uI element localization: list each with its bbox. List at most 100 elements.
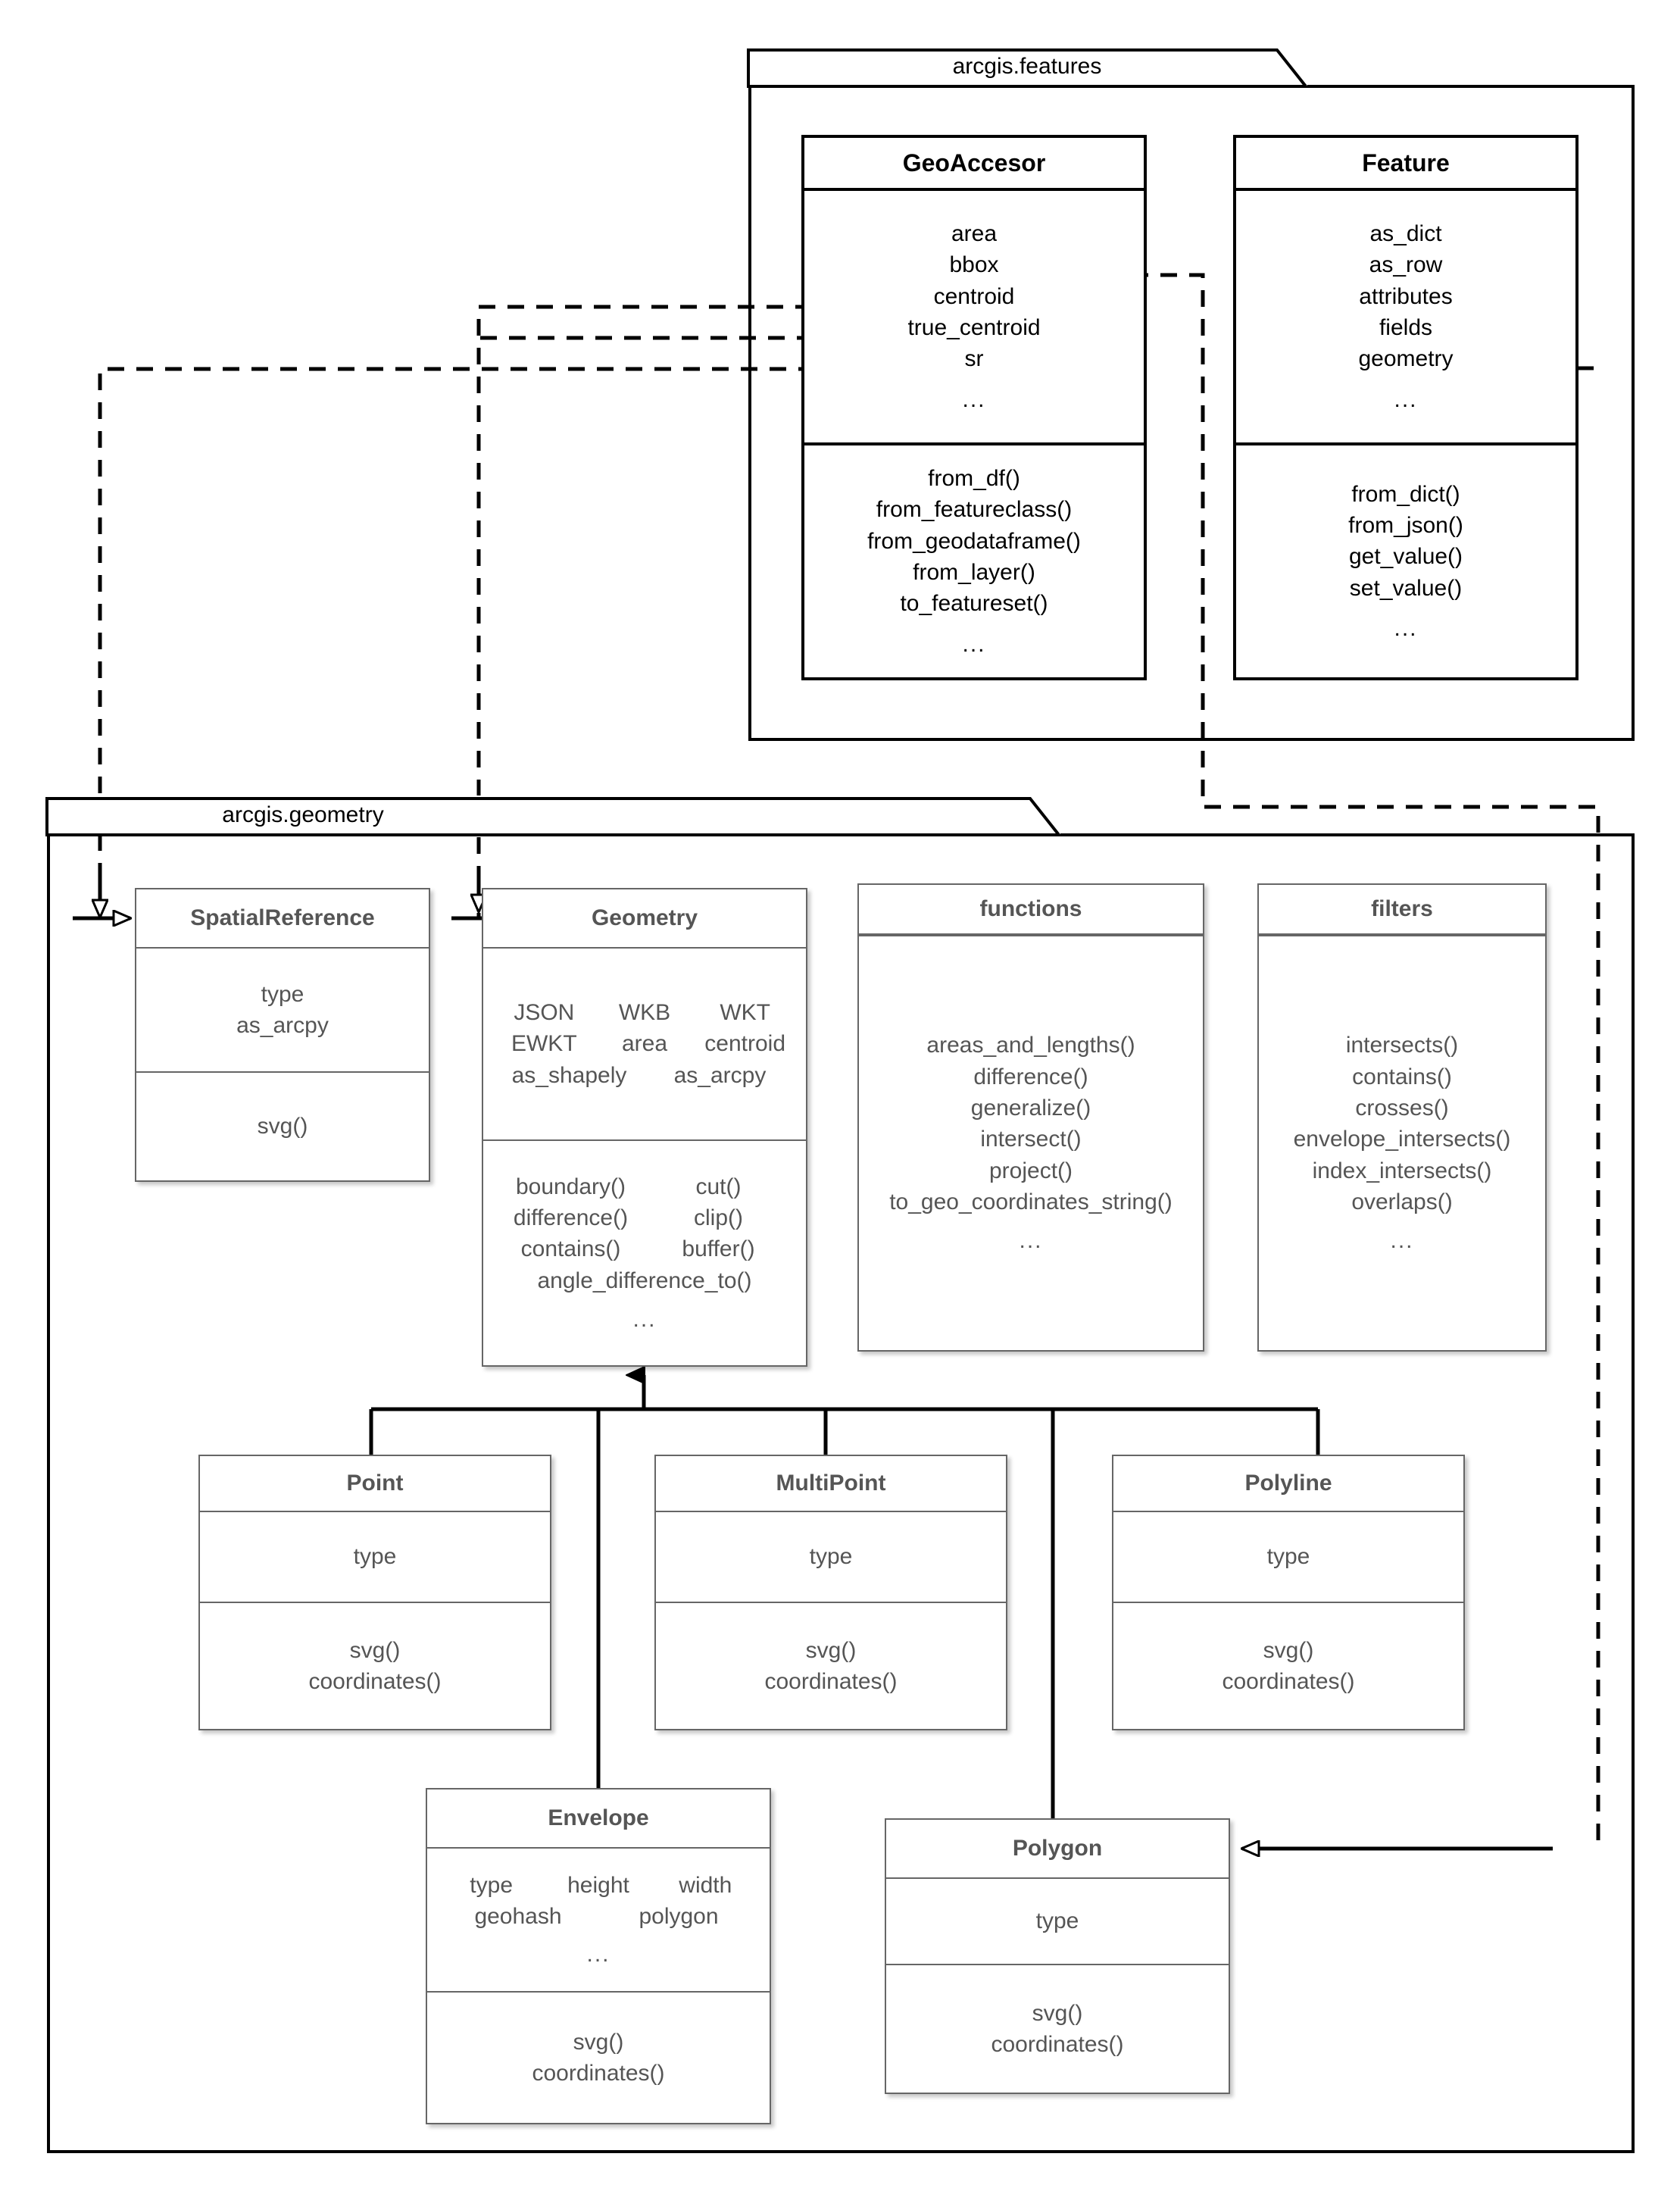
attribute-grid-row2: geohash polygon	[438, 1901, 759, 1932]
class-methods-feature: from_dict() from_json() get_value() set_…	[1236, 442, 1575, 677]
attribute-ellipsis: ...	[1394, 386, 1418, 412]
attribute-ellipsis: ...	[962, 386, 986, 412]
attribute-item: as_shapely	[511, 1062, 627, 1088]
method-item: buffer()	[682, 1236, 755, 1262]
class-methods-polygon: svg() coordinates()	[886, 1964, 1229, 2093]
method-grid: boundary() cut() difference() clip() con…	[497, 1171, 792, 1336]
method-item: boundary()	[515, 1174, 626, 1199]
method-item: set_value()	[1349, 575, 1463, 601]
class-box-multipoint[interactable]: MultiPoint type svg() coordinates()	[654, 1455, 1007, 1730]
class-box-envelope[interactable]: Envelope type height width geohash polyg…	[426, 1788, 771, 2124]
attribute-item: centroid	[704, 1031, 786, 1057]
class-methods-polyline: svg() coordinates()	[1113, 1602, 1463, 1729]
method-item: from_json()	[1348, 512, 1463, 538]
class-title-geometry: Geometry	[483, 889, 806, 949]
class-attributes-polyline: type	[1113, 1512, 1463, 1602]
class-methods-geoaccesor: from_df() from_featureclass() from_geoda…	[804, 442, 1144, 677]
class-title-point: Point	[200, 1456, 550, 1512]
method-item: crosses()	[1355, 1095, 1449, 1121]
class-attributes-geometry: JSON WKB WKT EWKT area centroid as_shape…	[483, 949, 806, 1139]
attribute-item: attributes	[1359, 283, 1453, 309]
method-item: from_geodataframe()	[867, 528, 1081, 554]
class-attributes-feature: as_dict as_row attributes fields geometr…	[1236, 191, 1575, 442]
class-box-geoaccesor[interactable]: GeoAccesor area bbox centroid true_centr…	[801, 135, 1147, 680]
method-item: coordinates()	[764, 1669, 898, 1694]
method-item: contains()	[1352, 1064, 1452, 1089]
method-item: svg()	[1263, 1637, 1314, 1663]
class-methods-spatialreference: svg()	[136, 1071, 429, 1180]
attribute-item: width	[679, 1872, 732, 1898]
method-item: from_featureclass()	[876, 497, 1073, 523]
method-item: project()	[988, 1158, 1073, 1183]
class-methods-multipoint: svg() coordinates()	[656, 1602, 1006, 1729]
class-title-envelope: Envelope	[427, 1789, 770, 1849]
attribute-item: polygon	[639, 1904, 719, 1930]
attribute-item: as_arcpy	[236, 1013, 329, 1038]
package-tab-arcgis-features: arcgis.features	[747, 47, 1307, 88]
attribute-item: area	[951, 220, 998, 246]
class-title-functions: functions	[859, 885, 1203, 935]
method-item: get_value()	[1348, 544, 1463, 570]
class-box-functions[interactable]: functions areas_and_lengths() difference…	[857, 883, 1204, 1352]
class-box-polygon[interactable]: Polygon type svg() coordinates()	[885, 1818, 1230, 2094]
method-item: coordinates()	[308, 1669, 442, 1694]
attribute-item: type	[353, 1544, 397, 1570]
attribute-item: sr	[964, 346, 984, 372]
method-item: coordinates()	[991, 2032, 1124, 2057]
attribute-grid: type height width	[438, 1870, 759, 1901]
attribute-item: JSON	[514, 999, 575, 1025]
class-methods-filters: intersects() contains() crosses() envelo…	[1259, 935, 1545, 1350]
class-attributes-geoaccesor: area bbox centroid true_centroid sr ...	[804, 191, 1144, 442]
class-box-geometry[interactable]: Geometry JSON WKB WKT EWKT area centroid…	[482, 888, 807, 1367]
attribute-item: type	[1266, 1544, 1310, 1570]
attribute-item: EWKT	[511, 1031, 577, 1057]
method-ellipsis: ...	[632, 1307, 657, 1333]
attribute-grid-row3: as_shapely as_arcpy	[494, 1060, 795, 1091]
class-box-spatialreference[interactable]: SpatialReference type as_arcpy svg()	[135, 888, 430, 1182]
class-attributes-polygon: type	[886, 1879, 1229, 1964]
method-item: clip()	[694, 1205, 743, 1230]
method-item: to_geo_coordinates_string()	[889, 1189, 1173, 1215]
class-attributes-point: type	[200, 1512, 550, 1602]
method-item: overlaps()	[1351, 1189, 1453, 1215]
attribute-item: centroid	[933, 283, 1015, 309]
attribute-grid: JSON WKB WKT EWKT area centroid	[494, 997, 795, 1060]
method-item: cut()	[695, 1174, 742, 1199]
attribute-item: type	[809, 1544, 853, 1570]
method-item: generalize()	[970, 1095, 1091, 1121]
package-tab-arcgis-geometry: arcgis.geometry	[45, 795, 1060, 836]
method-ellipsis: ...	[1390, 1228, 1414, 1254]
attribute-item: bbox	[949, 252, 999, 278]
method-item: svg()	[805, 1637, 857, 1663]
attribute-item: area	[621, 1031, 668, 1057]
method-item: from_df()	[928, 465, 1020, 491]
class-title-polyline: Polyline	[1113, 1456, 1463, 1512]
method-ellipsis: ...	[1394, 616, 1418, 642]
attribute-item: WKB	[618, 999, 671, 1025]
attribute-item: geohash	[474, 1904, 562, 1930]
class-box-filters[interactable]: filters intersects() contains() crosses(…	[1257, 883, 1547, 1352]
class-methods-geometry: boundary() cut() difference() clip() con…	[483, 1139, 806, 1365]
class-box-polyline[interactable]: Polyline type svg() coordinates()	[1112, 1455, 1465, 1730]
class-title-geoaccesor: GeoAccesor	[804, 138, 1144, 191]
class-box-point[interactable]: Point type svg() coordinates()	[198, 1455, 551, 1730]
attribute-item: true_centroid	[907, 315, 1041, 340]
package-label-arcgis-geometry: arcgis.geometry	[222, 802, 384, 827]
method-item: difference()	[513, 1205, 629, 1230]
method-item: svg()	[349, 1637, 401, 1663]
class-title-filters: filters	[1259, 885, 1545, 935]
attribute-item: type	[261, 981, 304, 1007]
attribute-item: as_dict	[1369, 220, 1442, 246]
method-item: svg()	[1032, 2000, 1083, 2026]
attribute-item: as_arcpy	[673, 1062, 767, 1088]
method-item: difference()	[973, 1064, 1088, 1089]
attribute-item: type	[470, 1872, 514, 1898]
class-methods-functions: areas_and_lengths() difference() general…	[859, 935, 1203, 1350]
attribute-ellipsis: ...	[586, 1941, 610, 1967]
class-title-multipoint: MultiPoint	[656, 1456, 1006, 1512]
class-title-polygon: Polygon	[886, 1820, 1229, 1879]
method-item: intersect()	[980, 1127, 1082, 1152]
method-item: envelope_intersects()	[1293, 1127, 1511, 1152]
method-item: from_dict()	[1351, 481, 1460, 507]
class-box-feature[interactable]: Feature as_dict as_row attributes fields…	[1233, 135, 1579, 680]
